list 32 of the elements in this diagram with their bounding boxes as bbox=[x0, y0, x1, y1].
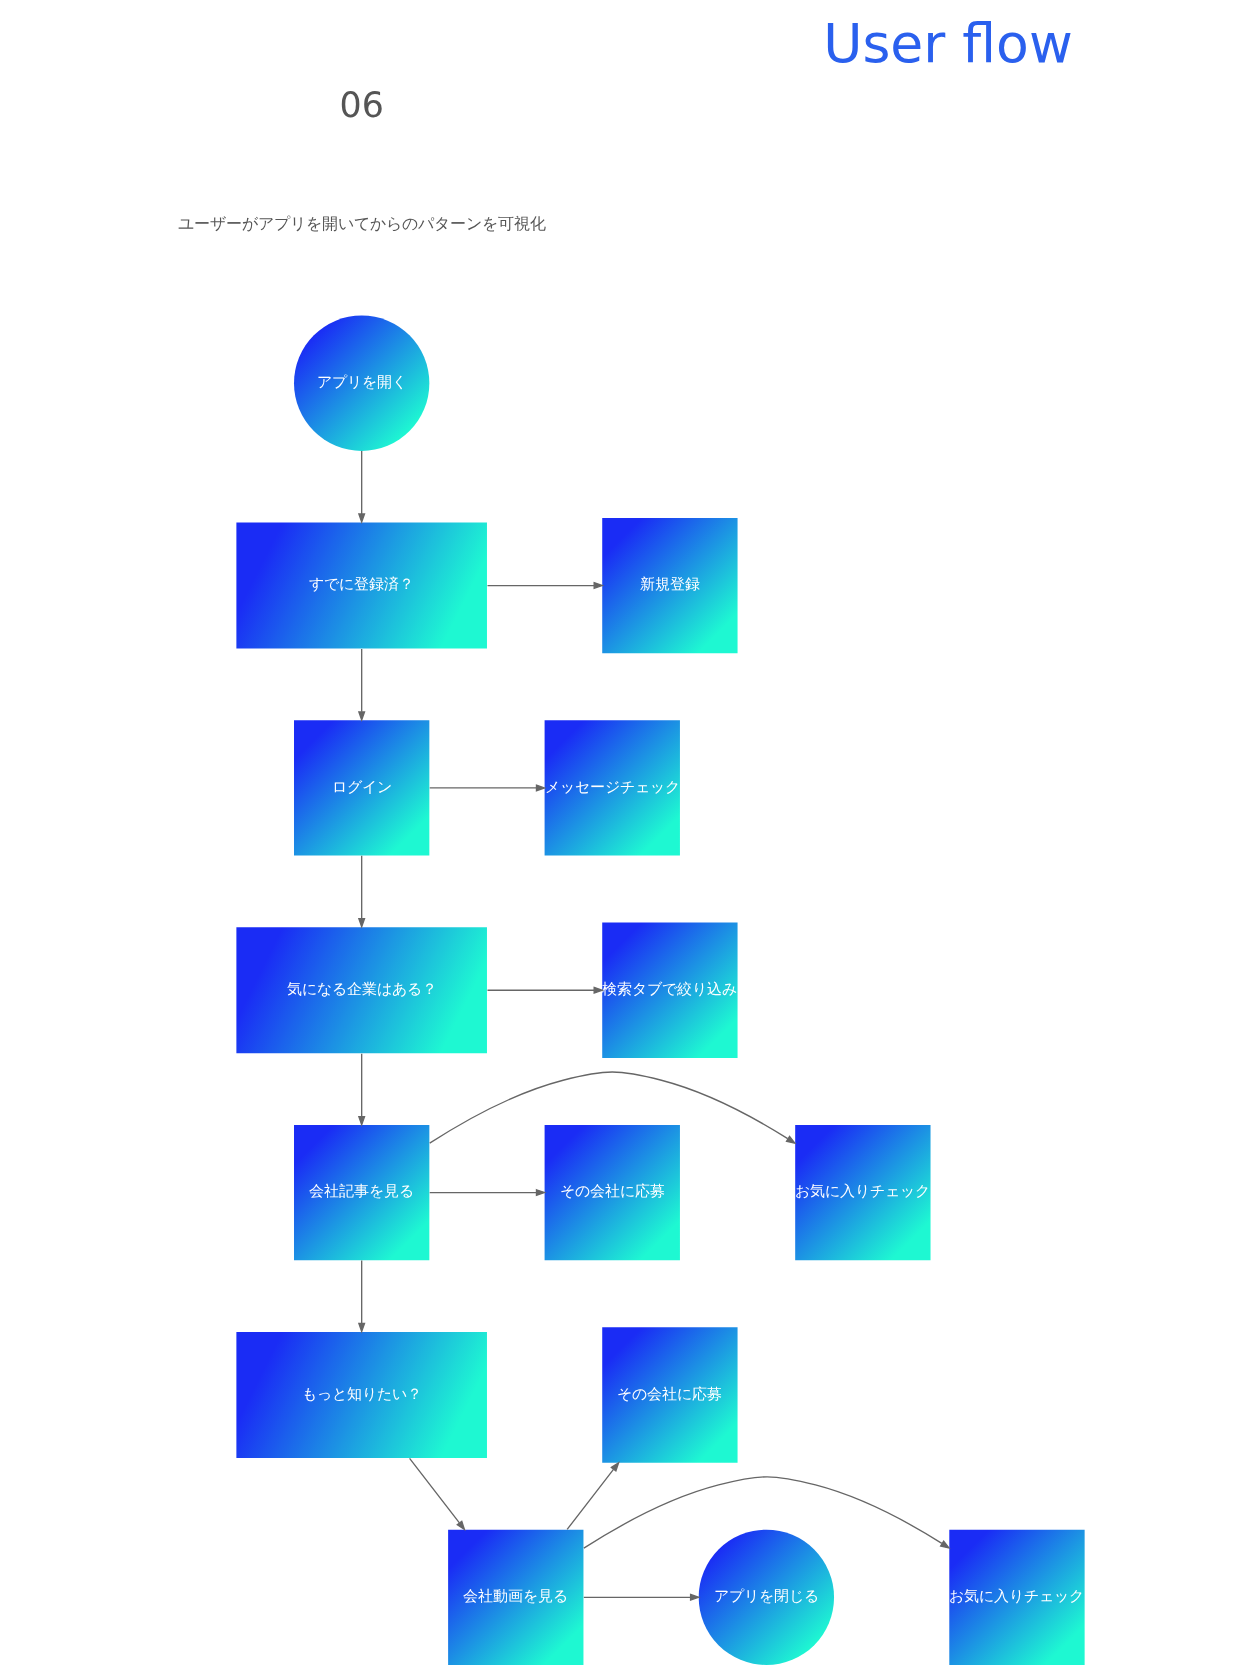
arrow bbox=[357, 1259, 366, 1334]
arrow bbox=[357, 1053, 366, 1127]
node-box: 気になる企業はある？ bbox=[236, 927, 487, 1054]
node-box: その会社に応募 bbox=[602, 1327, 738, 1463]
node-box: お気に入りチェック bbox=[949, 1529, 1085, 1665]
arrow bbox=[357, 648, 366, 723]
node-box: 検索タブで絞り込み bbox=[602, 922, 738, 1058]
label: 06 bbox=[339, 84, 384, 125]
node-box: メッセージチェック bbox=[544, 720, 680, 856]
diagram-title: User flow bbox=[823, 12, 1073, 76]
node-circle: アプリを閉じる bbox=[698, 1529, 835, 1665]
arrow bbox=[566, 1461, 620, 1531]
node-box: 会社動画を見る bbox=[448, 1529, 584, 1665]
node-circle: アプリを開く bbox=[294, 315, 430, 451]
node-box: お気に入りチェック bbox=[795, 1124, 931, 1261]
arrow bbox=[429, 1071, 797, 1145]
node-box: すでに登録済？ bbox=[236, 522, 487, 649]
arrow bbox=[357, 450, 366, 525]
arrow bbox=[429, 784, 547, 792]
node-box: ログイン bbox=[294, 720, 430, 856]
arrow bbox=[357, 855, 366, 929]
arrow bbox=[486, 581, 605, 590]
node-box: 会社記事を見る bbox=[294, 1124, 430, 1261]
arrow bbox=[583, 1476, 951, 1549]
label: ユーザーがアプリを開いてからのパターンを可視化 bbox=[177, 213, 546, 233]
arrow bbox=[486, 986, 605, 994]
node-box: その会社に応募 bbox=[544, 1124, 680, 1261]
node-box: もっと知りたい？ bbox=[236, 1331, 487, 1458]
arrow bbox=[583, 1593, 701, 1602]
arrow bbox=[408, 1457, 466, 1532]
node-box: 新規登録 bbox=[602, 517, 738, 654]
arrow bbox=[429, 1188, 547, 1197]
